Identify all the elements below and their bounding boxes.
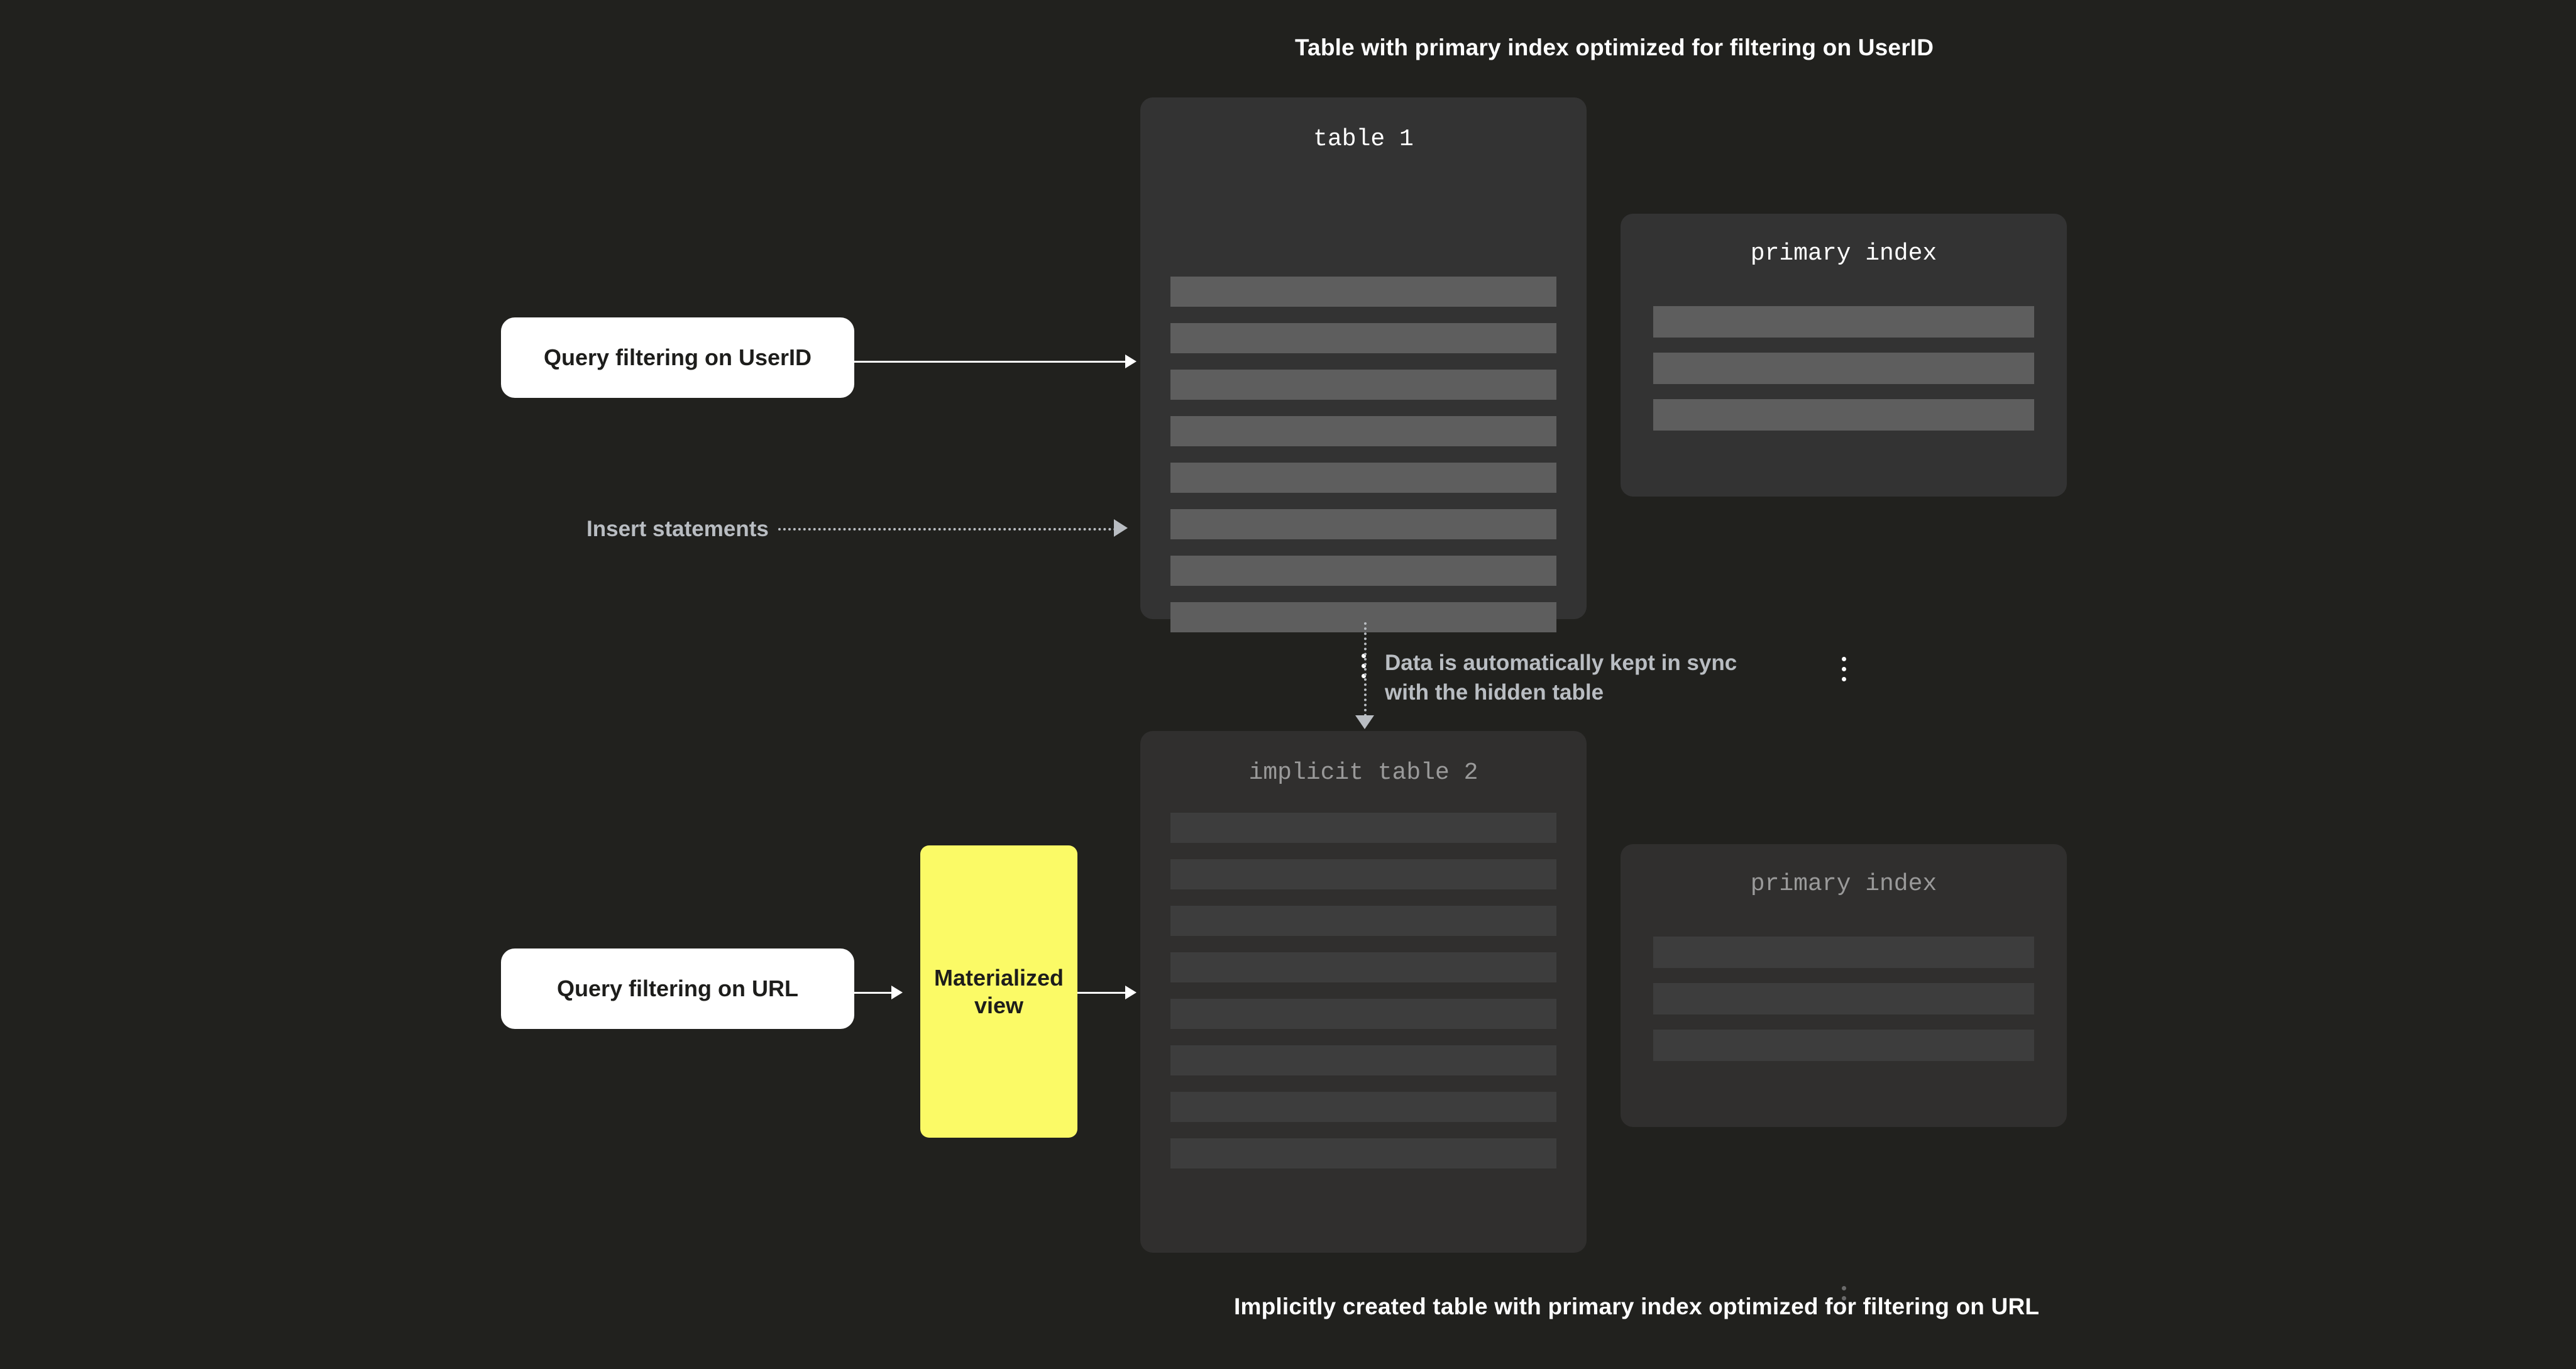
materialized-view-label: Materialized view <box>933 964 1064 1018</box>
table-row <box>1653 1030 2034 1061</box>
table-row <box>1170 1138 1556 1168</box>
primary-index-bottom-ellipsis-icon <box>1621 1286 2067 1311</box>
sync-arrowhead-icon <box>1355 715 1374 729</box>
table-row <box>1170 416 1556 446</box>
table-row <box>1653 937 2034 968</box>
primary-index-top-title: primary index <box>1750 240 1937 267</box>
primary-index-top-panel: primary index <box>1621 214 2067 681</box>
insert-statements-arrowhead-icon <box>1114 519 1128 537</box>
table-1-panel: table 1 <box>1140 97 1587 678</box>
sync-note-line-2: with the hidden table <box>1385 680 1604 705</box>
materialized-view-box[interactable]: Materialized view <box>920 845 1077 1138</box>
table-row <box>1170 1045 1556 1075</box>
table-row <box>1170 1092 1556 1122</box>
implicit-table-2-panel: implicit table 2 <box>1140 731 1587 1253</box>
query-userid-arrowhead-icon <box>1125 355 1137 368</box>
materialized-view-connector-line <box>1077 992 1129 994</box>
table-row <box>1653 353 2034 384</box>
table-row <box>1170 999 1556 1029</box>
query-url-arrowhead-icon <box>891 986 903 999</box>
table-1-rows <box>1170 277 1556 632</box>
table-row <box>1170 463 1556 493</box>
table-1-ellipsis-icon <box>1140 654 1587 678</box>
sync-note: Data is automatically kept in sync with … <box>1385 648 1762 708</box>
insert-statements-dotted-line <box>778 528 1116 531</box>
query-filtering-url-label: Query filtering on URL <box>556 976 798 1001</box>
insert-statements-label: Insert statements <box>586 517 769 541</box>
table-row <box>1170 602 1556 632</box>
sync-note-line-1: Data is automatically kept in sync <box>1385 651 1737 675</box>
table-row <box>1170 906 1556 936</box>
table-row <box>1170 509 1556 539</box>
query-filtering-url-box[interactable]: Query filtering on URL <box>501 948 854 1029</box>
table-row <box>1653 983 2034 1014</box>
implicit-table-2-title: implicit table 2 <box>1248 759 1478 786</box>
primary-index-top-rows <box>1653 306 2034 446</box>
primary-index-top-ellipsis-icon <box>1621 657 2067 681</box>
top-caption: Table with primary index optimized for f… <box>1295 35 1934 60</box>
primary-index-bottom-rows <box>1653 937 2034 1076</box>
table-row <box>1170 952 1556 982</box>
query-filtering-userid-box[interactable]: Query filtering on UserID <box>501 317 854 398</box>
bottom-caption: Implicitly created table with primary in… <box>1234 1294 2040 1319</box>
table-row <box>1170 370 1556 400</box>
table-row <box>1170 556 1556 586</box>
primary-index-bottom-panel: primary index <box>1621 844 2067 1311</box>
table-row <box>1170 323 1556 353</box>
query-url-connector-line <box>854 992 893 994</box>
sync-dotted-line <box>1364 622 1367 717</box>
table-row <box>1170 277 1556 307</box>
implicit-table-2-rows <box>1170 813 1556 1168</box>
table-row <box>1653 399 2034 431</box>
query-filtering-userid-label: Query filtering on UserID <box>543 344 812 370</box>
primary-index-bottom-title: primary index <box>1750 871 1937 898</box>
query-userid-connector-line <box>854 361 1129 363</box>
table-row <box>1170 813 1556 843</box>
table-row <box>1653 306 2034 338</box>
table-1-title: table 1 <box>1313 126 1414 153</box>
table-row <box>1170 859 1556 889</box>
materialized-view-arrowhead-icon <box>1125 986 1137 999</box>
